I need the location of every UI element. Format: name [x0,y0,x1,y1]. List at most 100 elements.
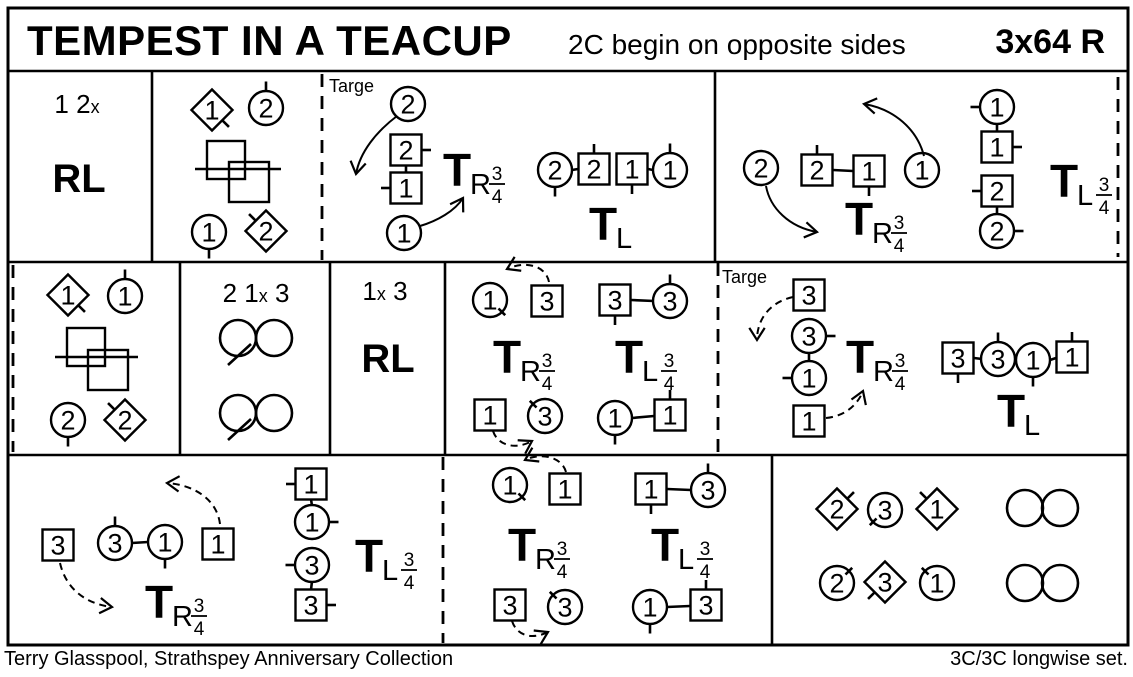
dancer-square-1: 1 [615,152,649,194]
dancer-number: 3 [50,531,65,561]
movement-arrow-dashed [505,256,550,283]
facing-tick [919,491,928,500]
turn-letter: T [1050,155,1078,207]
dancer-square-2: 2 [577,144,611,186]
overlapping-squares-figure [195,139,281,204]
dancer-number: 3 [303,591,318,621]
dancer-circle-2: 2 [818,564,856,602]
movement-arrow-dashed [825,389,867,419]
dancer-number: 2 [117,406,132,436]
dancer-number: 1 [662,401,677,431]
dancer-number: 1 [1064,343,1079,373]
dancer-circle-1: 1 [385,214,423,252]
dancer-number: 1 [624,155,639,185]
turn-label-TL: TL [589,198,632,255]
dancer-number: 1 [201,218,216,248]
dancer-circle-2: 2 [247,81,285,127]
double-circle-figure [1005,563,1080,603]
dancer-square-1: 1 [548,472,582,506]
movement-arrow-dashed [492,430,534,455]
dancer-number: 1 [607,404,622,434]
dancer-number: 3 [700,476,715,506]
set-type-note: 3C/3C longwise set. [950,648,1128,670]
start-position-note: 2C begin on opposite sides [568,29,906,60]
turn-letter: T [615,331,643,383]
dancer-square-1: 1 [653,390,687,432]
facing-tick [497,307,507,317]
dancer-number: 3 [662,287,677,317]
dancer-number: 1 [989,133,1004,163]
facing-tick [920,566,930,576]
fraction-numerator: 3 [895,351,906,372]
turn-direction: L [1077,180,1093,212]
dancer-square-1: 1 [381,171,423,205]
dancer-number: 1 [1025,346,1040,376]
dancer-square-2: 2 [800,145,834,187]
dancer-number: 1 [801,407,816,437]
turn-direction: R [172,601,193,633]
facing-tick [248,213,257,222]
dancer-number: 1 [662,156,677,186]
dancer-number: 2 [989,217,1004,247]
dancer-circle-3: 3 [979,332,1017,378]
fraction-numerator: 3 [492,164,503,185]
fraction-numerator: 3 [557,539,568,560]
partner-connector-line [666,604,691,609]
fraction-denominator: 4 [557,562,568,583]
movement-arrow-dashed [59,562,115,615]
dancer-square-1: 1 [1055,332,1089,374]
dancer-circle-3: 3 [96,516,134,562]
dancer-number: 1 [396,219,411,249]
dancer-circle-2: 2 [742,149,780,187]
turn-direction: R [535,544,556,576]
dancer-circle-2: 2 [49,401,87,447]
movement-arrow [765,185,820,239]
dancer-square-1: 1 [286,467,328,501]
fraction-denominator: 4 [404,573,415,594]
dancer-square-2: 2 [972,174,1014,208]
dancer-square-3: 3 [941,341,975,383]
dancer-square-3: 3 [792,278,826,312]
movement-arrow [419,196,465,227]
bars-1-2x: 1 2x [54,89,99,119]
turn-direction: L [678,544,694,576]
dancer-diamond-1: 1 [914,486,960,532]
dancer-number: 1 [929,569,944,599]
dancer-diamond-1: 1 [45,272,91,318]
dancer-circle-2: 2 [536,151,574,197]
dancer-number: 3 [537,402,552,432]
dancer-number: 1 [117,282,132,312]
turn-letter: T [997,385,1025,437]
turn-letter: T [845,193,873,245]
dancer-number: 1 [303,470,318,500]
dancer-number: 3 [950,344,965,374]
movement-arrow [861,97,925,157]
dancer-square-3: 3 [530,284,564,318]
dancer-circle-1: 1 [1014,341,1052,387]
fraction-denominator: 4 [492,187,503,208]
dancer-square-1: 1 [792,404,826,438]
dancer-circle-2: 2 [978,212,1024,250]
turn-letter: T [508,519,536,571]
dancer-number: 2 [829,569,844,599]
dancer-number: 3 [698,591,713,621]
turn-direction: L [616,223,632,255]
dancer-number: 1 [642,593,657,623]
dancer-square-1: 1 [473,398,507,432]
turn-letter: T [651,519,679,571]
dance-code: 3x64 R [995,23,1105,61]
dancer-square-1: 1 [852,154,886,196]
turn-letter: T [846,331,874,383]
dancer-number: 1 [989,93,1004,123]
movement-arrow-dashed [164,475,221,525]
dancer-number: 3 [801,322,816,352]
dancer-number: 1 [643,475,658,505]
facing-tick [517,492,527,502]
dancer-circle-3: 3 [546,588,584,626]
